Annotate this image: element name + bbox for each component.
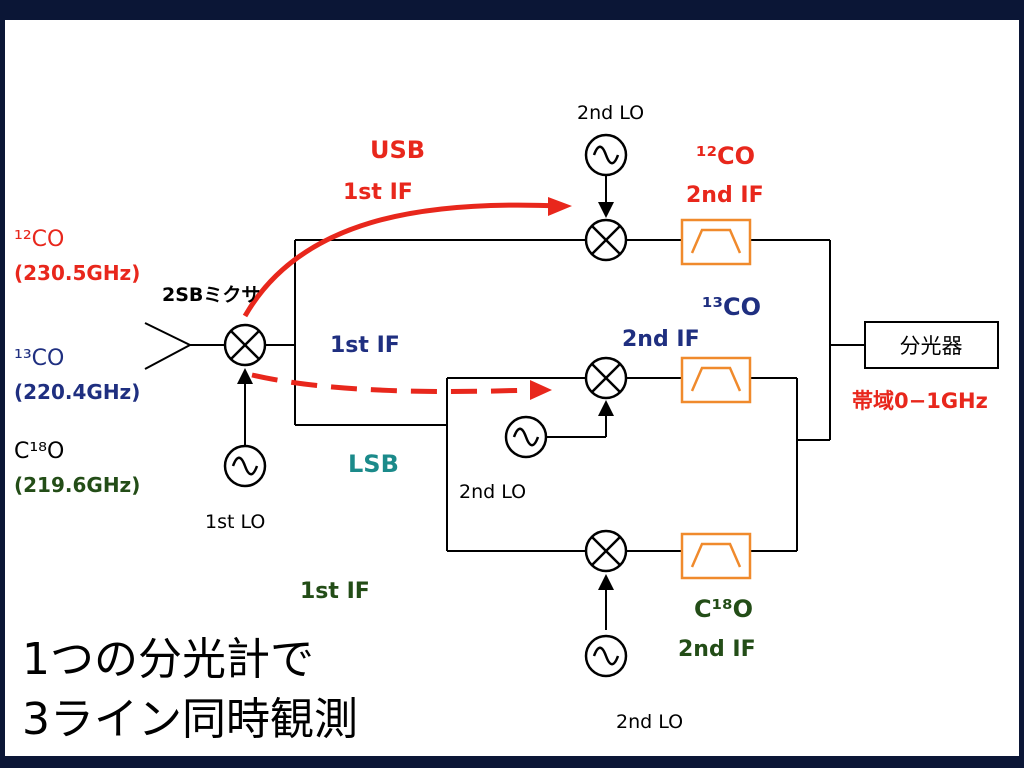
signal-wires [144, 175, 865, 630]
usb-label: USB [370, 136, 425, 164]
input-co13-name: ¹³CO [14, 346, 64, 371]
lsb-arrowhead-icon [530, 380, 552, 400]
usb-arrowhead-icon [548, 197, 572, 216]
mixer-label: 2SBミクサ [162, 284, 260, 306]
input-c18o-name: C¹⁸O [14, 439, 64, 464]
filter-co12-icon [680, 218, 752, 266]
filter-c18o-icon [680, 532, 752, 580]
lo2-top-oscillator-icon [584, 133, 628, 177]
lsb-if-label-mid: 1st IF [330, 333, 400, 358]
antenna-line-upper [144, 322, 191, 346]
usb-if-label: 1st IF [343, 180, 413, 205]
lo2-mid-oscillator-icon [504, 415, 548, 459]
lo2-mid-label: 2nd LO [459, 481, 526, 503]
top-frame-bar [0, 0, 1024, 20]
first-mixer-icon [223, 323, 267, 367]
spectrometer-band-label: 帯域0−1GHz [852, 389, 988, 413]
branch-co12-if: 2nd IF [686, 183, 764, 208]
input-co12-name: ¹²CO [14, 227, 64, 252]
mixer-co12-icon [584, 218, 628, 262]
branch-co12-line: ¹²CO [696, 142, 755, 170]
lsb-if-label-low: 1st IF [300, 579, 370, 604]
lo2-bot-label: 2nd LO [616, 711, 683, 733]
usb-path-arrow [242, 202, 561, 318]
input-co13-freq: (220.4GHz) [14, 380, 140, 404]
filter-co13-icon [680, 356, 752, 404]
input-c18o-freq: (219.6GHz) [14, 473, 140, 497]
branch-co13-if: 2nd IF [622, 327, 700, 352]
branch-co13-line: ¹³CO [702, 293, 761, 321]
mixer-c18o-icon [584, 529, 628, 573]
right-frame-bar [1019, 0, 1024, 768]
bottom-frame-bar [0, 756, 1024, 768]
antenna-line-lower [144, 344, 191, 370]
lsb-path-arrow [251, 372, 533, 394]
lo2-top-label: 2nd LO [577, 102, 644, 124]
spectrometer-label: 分光器 [900, 334, 963, 358]
lo2-bot-oscillator-icon [584, 634, 628, 678]
lo1-oscillator-icon [223, 444, 267, 488]
lo1-label: 1st LO [205, 511, 265, 533]
input-co12-freq: (230.5GHz) [14, 261, 140, 285]
lsb-label: LSB [348, 450, 399, 478]
branch-c18o-line: C¹⁸O [694, 595, 753, 623]
caption-line-1: 1つの分光計で [22, 634, 314, 685]
left-frame-bar [0, 0, 5, 768]
mixer-co13-icon [584, 356, 628, 400]
spectrometer-box [864, 321, 999, 369]
caption-line-2: 3ライン同時観測 [22, 694, 358, 745]
branch-c18o-if: 2nd IF [678, 637, 756, 662]
